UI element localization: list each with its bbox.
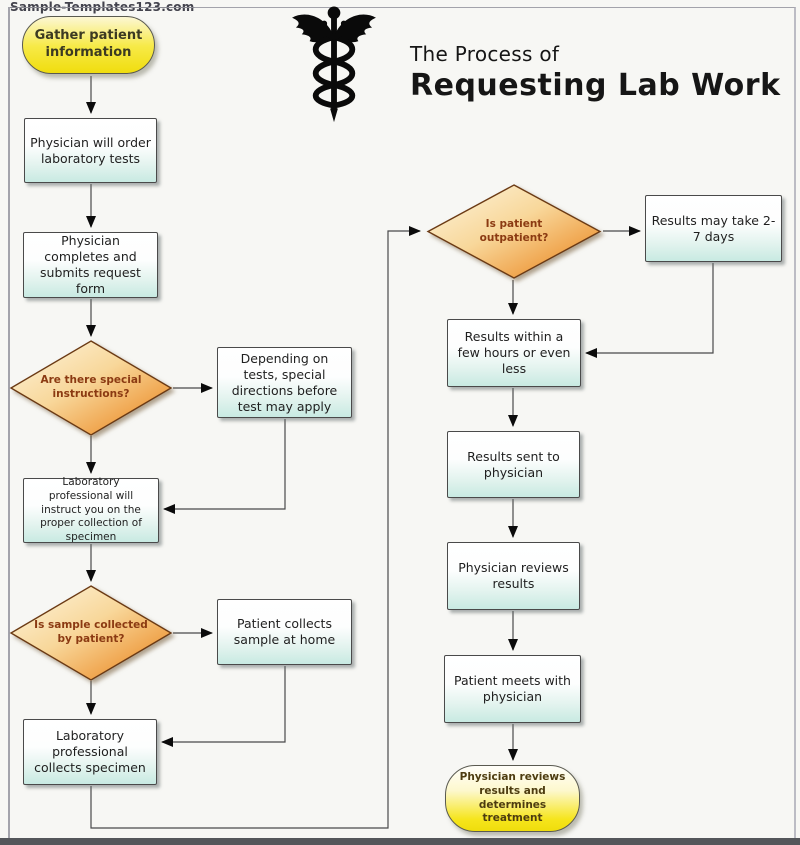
decision-special-instructions: Are there special instructions? bbox=[9, 340, 173, 436]
process-results-2-7-days: Results may take 2-7 days bbox=[645, 195, 782, 262]
process-professional-collects: Laboratory professional collects specime… bbox=[23, 719, 157, 785]
node-label: Gather patient information bbox=[34, 28, 143, 60]
node-label: Is sample collected by patient? bbox=[34, 619, 148, 645]
process-submit-form: Physician completes and submits request … bbox=[23, 232, 158, 298]
decision-outpatient: Is patient outpatient? bbox=[426, 184, 602, 279]
diamond-shape bbox=[9, 585, 173, 681]
process-patient-meets: Patient meets with physician bbox=[444, 655, 581, 723]
node-label: Patient collects sample at home bbox=[233, 616, 336, 647]
process-results-few-hours: Results within a few hours or even less bbox=[447, 319, 581, 387]
process-instruct-collection: Laboratory professional will instruct yo… bbox=[23, 476, 159, 543]
node-label: Results sent to physician bbox=[467, 448, 560, 480]
process-physician-reviews: Physician reviews results bbox=[447, 542, 580, 610]
process-special-directions: Depending on tests, special directions b… bbox=[217, 347, 352, 418]
page-title: The Process of Requesting Lab Work bbox=[410, 42, 781, 103]
title-main: Requesting Lab Work bbox=[410, 68, 781, 103]
decision-sample-by-patient: Is sample collected by patient? bbox=[9, 585, 173, 681]
node-label: Results may take 2-7 days bbox=[651, 212, 776, 244]
node-label: Physician will order laboratory tests bbox=[30, 134, 151, 166]
node-label: Are there special instructions? bbox=[40, 374, 142, 400]
node-label: Laboratory professional will instruct yo… bbox=[40, 476, 142, 543]
watermark-text: Sample-Templates123.com bbox=[10, 0, 195, 14]
title-subtitle: The Process of bbox=[410, 42, 560, 66]
node-label: Patient meets with physician bbox=[454, 673, 571, 704]
node-label: Laboratory professional collects specime… bbox=[34, 728, 146, 775]
terminator-end: Physician reviews results and determines… bbox=[445, 765, 580, 832]
diamond-shape bbox=[9, 340, 173, 436]
bottom-border-bar bbox=[0, 838, 800, 845]
terminator-start: Gather patient information bbox=[22, 16, 155, 74]
node-label: Depending on tests, special directions b… bbox=[231, 350, 338, 414]
process-collect-home: Patient collects sample at home bbox=[217, 599, 352, 665]
diamond-shape bbox=[426, 184, 602, 279]
process-order-tests: Physician will order laboratory tests bbox=[24, 118, 157, 183]
node-label: Physician reviews results bbox=[458, 560, 569, 591]
node-label: Physician reviews results and determines… bbox=[459, 771, 566, 825]
node-label: Is patient outpatient? bbox=[479, 217, 549, 244]
node-label: Results within a few hours or even less bbox=[457, 329, 571, 376]
node-label: Physician completes and submits request … bbox=[40, 233, 141, 296]
caduceus-icon bbox=[292, 6, 376, 123]
process-results-sent: Results sent to physician bbox=[447, 431, 580, 498]
